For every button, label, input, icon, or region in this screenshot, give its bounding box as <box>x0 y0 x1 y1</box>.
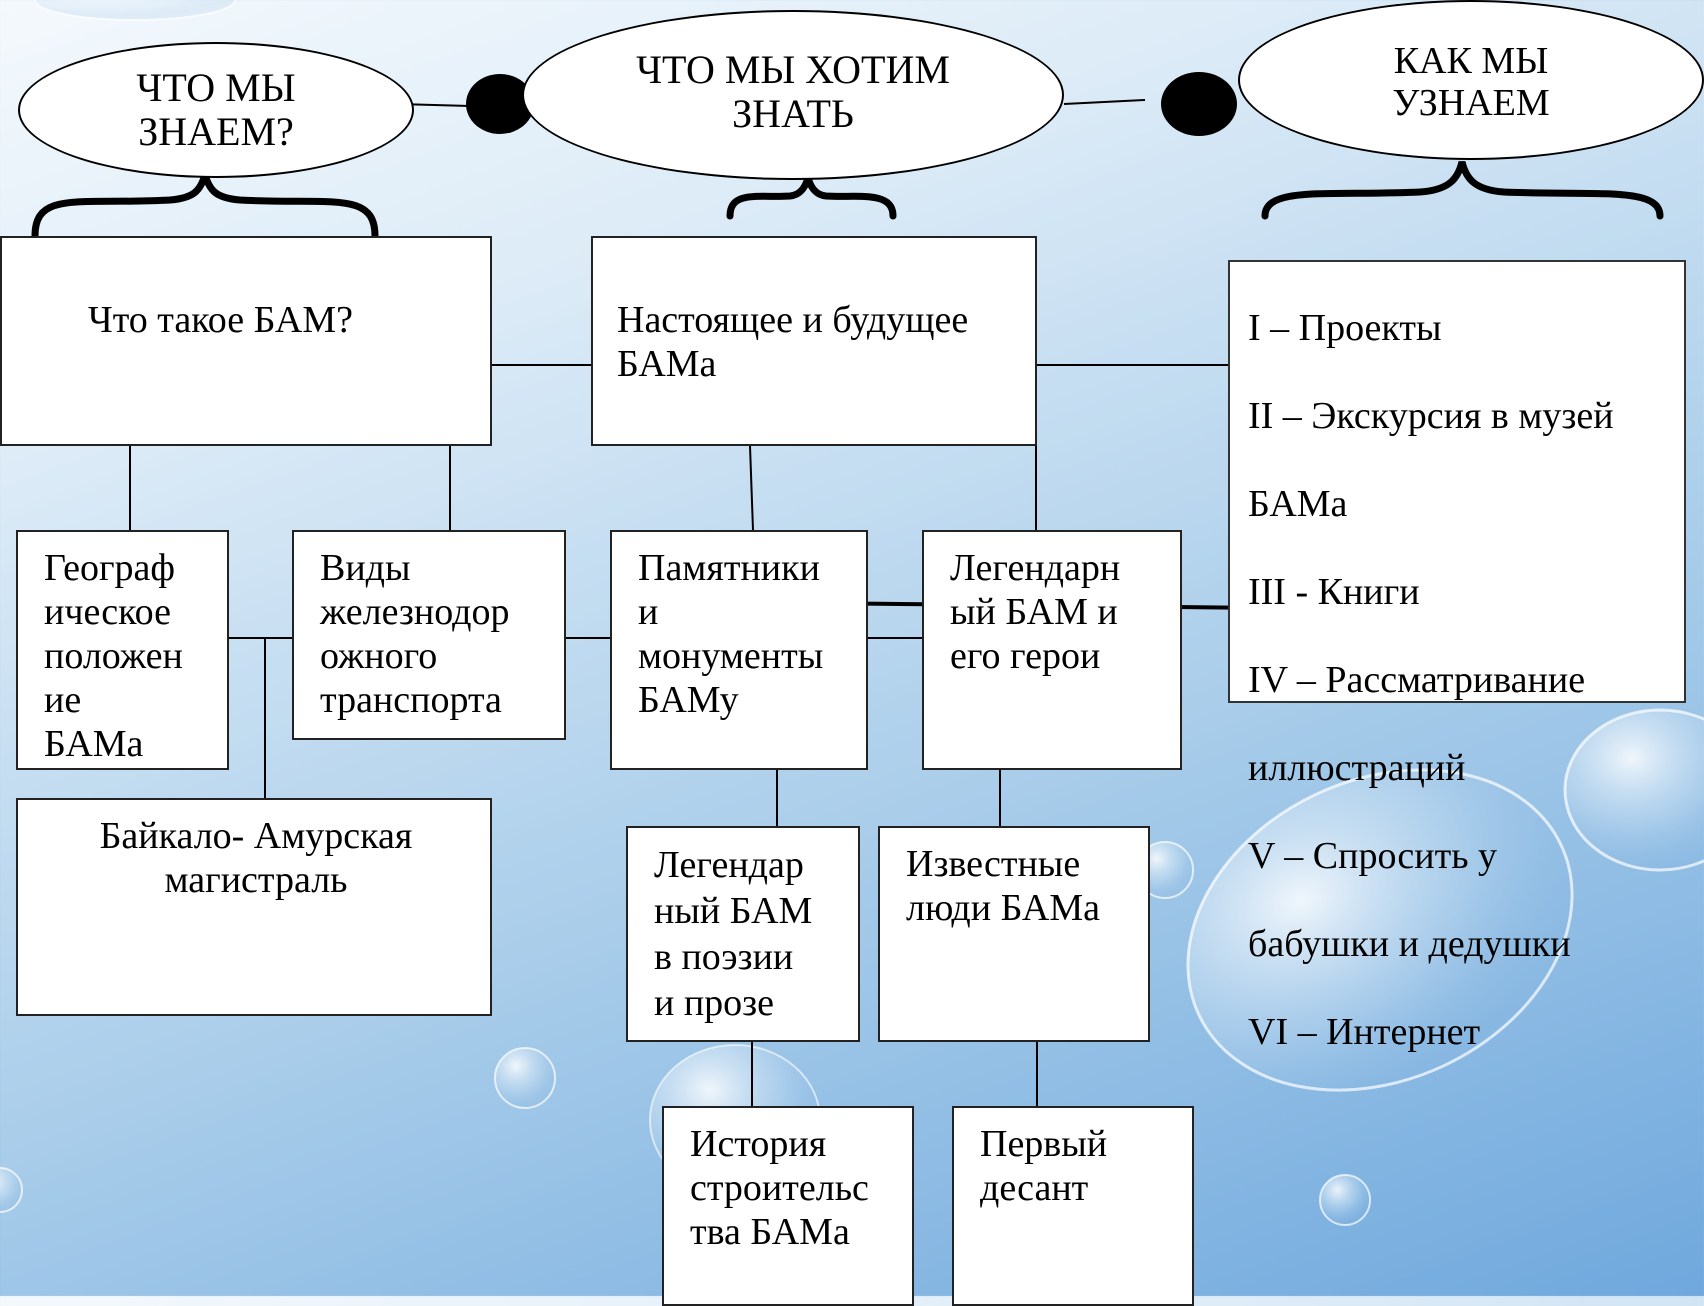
box-poetry-prose: Легендар ный БАМ в поэзии и прозе <box>626 826 860 1042</box>
box-railway-transport-label: Виды железнодор ожного транспорта <box>320 547 510 721</box>
oval-what-we-know: ЧТО МЫ ЗНАЕМ? <box>18 42 414 178</box>
method-item: IV – Рассматривание <box>1248 659 1586 701</box>
drop-large <box>1186 768 1574 1092</box>
box-legendary-heroes-label: Легендарн ый БАМ и его герои <box>950 547 1121 677</box>
oval-what-we-want: ЧТО МЫ ХОТИМ ЗНАТЬ <box>522 10 1064 180</box>
box-monuments-label: Памятники и монументы БАМу <box>638 547 824 721</box>
method-item: II – Экскурсия в музей <box>1248 395 1614 437</box>
box-present-future: Настоящее и будущее БАМа <box>591 236 1037 446</box>
method-item: VI – Интернет <box>1248 1011 1481 1053</box>
box-baikal-amur: Байкало- Амурская магистраль <box>16 798 492 1016</box>
box-construction-history-label: История строительс тва БАМа <box>690 1123 869 1253</box>
box-geography-label: Географ ическое положен ие БАМа <box>44 547 183 765</box>
box-first-landing: Первый десант <box>952 1106 1194 1306</box>
drop-right <box>1563 708 1704 872</box>
drop-left <box>0 1167 23 1213</box>
box-construction-history: История строительс тва БАМа <box>662 1106 914 1306</box>
method-item: иллюстраций <box>1248 747 1466 789</box>
box-first-landing-label: Первый десант <box>980 1123 1108 1209</box>
box-what-is-bam-label: Что такое БАМ? <box>88 299 354 341</box>
box-what-is-bam: Что такое БАМ? <box>0 236 492 446</box>
box-monuments: Памятники и монументы БАМу <box>610 530 868 770</box>
box-legendary-heroes: Легендарн ый БАМ и его герои <box>922 530 1182 770</box>
oval-what-we-want-label: ЧТО МЫ ХОТИМ ЗНАТЬ <box>636 47 950 136</box>
drop-small-4 <box>1319 1174 1371 1226</box>
drop-topleft <box>34 0 236 21</box>
method-item: БАМа <box>1248 483 1348 525</box>
method-item: III - Книги <box>1248 571 1420 613</box>
box-baikal-amur-label: Байкало- Амурская магистраль <box>99 815 413 901</box>
oval-how-we-learn: КАК МЫ УЗНАЕМ <box>1238 0 1704 160</box>
oval-what-we-know-label: ЧТО МЫ ЗНАЕМ? <box>136 65 296 154</box>
box-methods <box>1228 260 1686 703</box>
box-geography: Географ ическое положен ие БАМа <box>16 530 229 770</box>
box-railway-transport: Виды железнодор ожного транспорта <box>292 530 566 740</box>
method-item: V – Спросить у <box>1248 835 1498 877</box>
box-poetry-prose-label: Легендар ный БАМ в поэзии и прозе <box>654 844 813 1024</box>
methods-list: I – Проекты II – Экскурсия в музей БАМа … <box>1248 262 1614 1098</box>
oval-how-we-learn-label: КАК МЫ УЗНАЕМ <box>1392 40 1550 124</box>
box-famous-people-label: Известные люди БАМа <box>906 843 1101 929</box>
method-item: I – Проекты <box>1248 307 1442 349</box>
method-item: бабушки и дедушки <box>1248 923 1571 965</box>
drop-small-3 <box>494 1047 556 1109</box>
box-famous-people: Известные люди БАМа <box>878 826 1150 1042</box>
box-present-future-label: Настоящее и будущее БАМа <box>617 299 969 385</box>
